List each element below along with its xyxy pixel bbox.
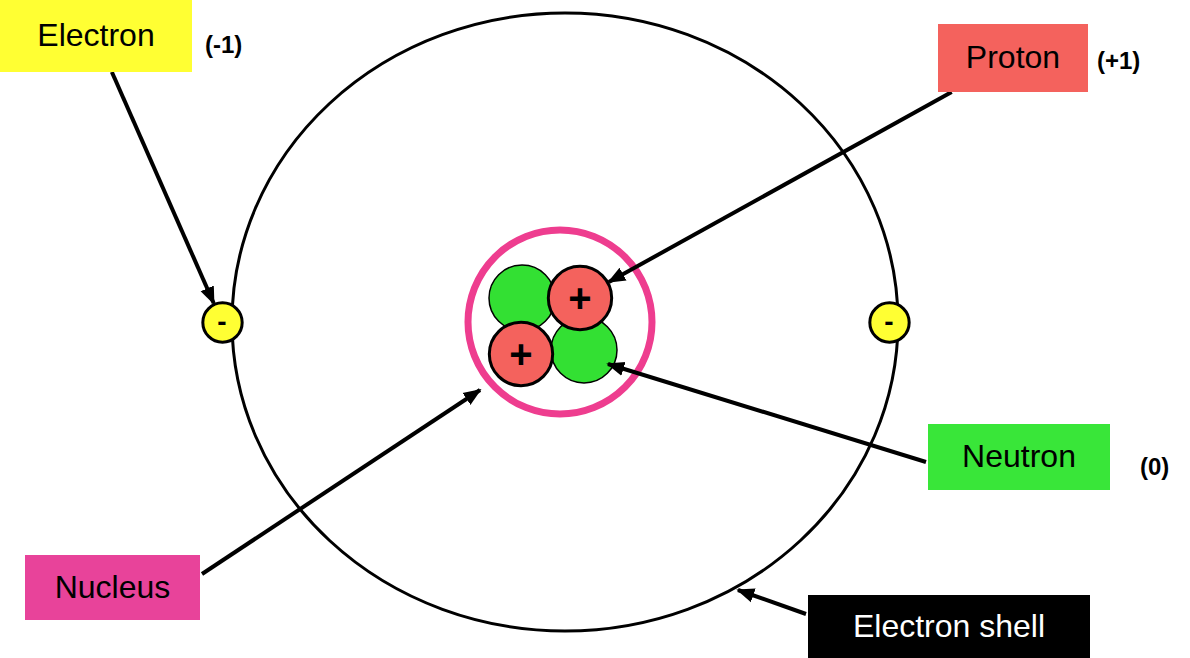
label-text: Nucleus: [55, 570, 171, 605]
charge-value: (+1): [1097, 48, 1140, 74]
electron-shell-ring: [232, 13, 898, 631]
part-label: Electron: [0, 0, 192, 72]
label-text: Neutron: [962, 439, 1076, 474]
part-label: Neutron: [928, 424, 1110, 490]
part-label: Nucleus: [25, 555, 200, 620]
pointer-arrow: [609, 92, 952, 282]
electron-particle: -: [202, 302, 243, 343]
pointer-arrow: [112, 72, 214, 303]
leader-line: [738, 590, 806, 614]
label-text: Electron shell: [853, 609, 1045, 644]
part-label: Electron shell: [808, 595, 1090, 658]
nucleus-ring: [468, 230, 652, 414]
proton-particle: +: [547, 265, 613, 331]
proton-particle: +: [488, 321, 554, 387]
charge-sign: -: [217, 307, 226, 338]
charge-sign: +: [509, 332, 532, 376]
label-text: Electron: [37, 18, 154, 53]
part-label: Proton: [938, 24, 1088, 92]
leader-line: [608, 364, 926, 462]
leader-line: [202, 390, 480, 574]
charge-sign: +: [568, 276, 591, 320]
electron-particle: -: [869, 302, 910, 343]
charge-sign: -: [884, 307, 893, 338]
label-text: Proton: [966, 40, 1060, 75]
charge-value: (0): [1140, 454, 1169, 480]
charge-value: (-1): [205, 32, 242, 58]
